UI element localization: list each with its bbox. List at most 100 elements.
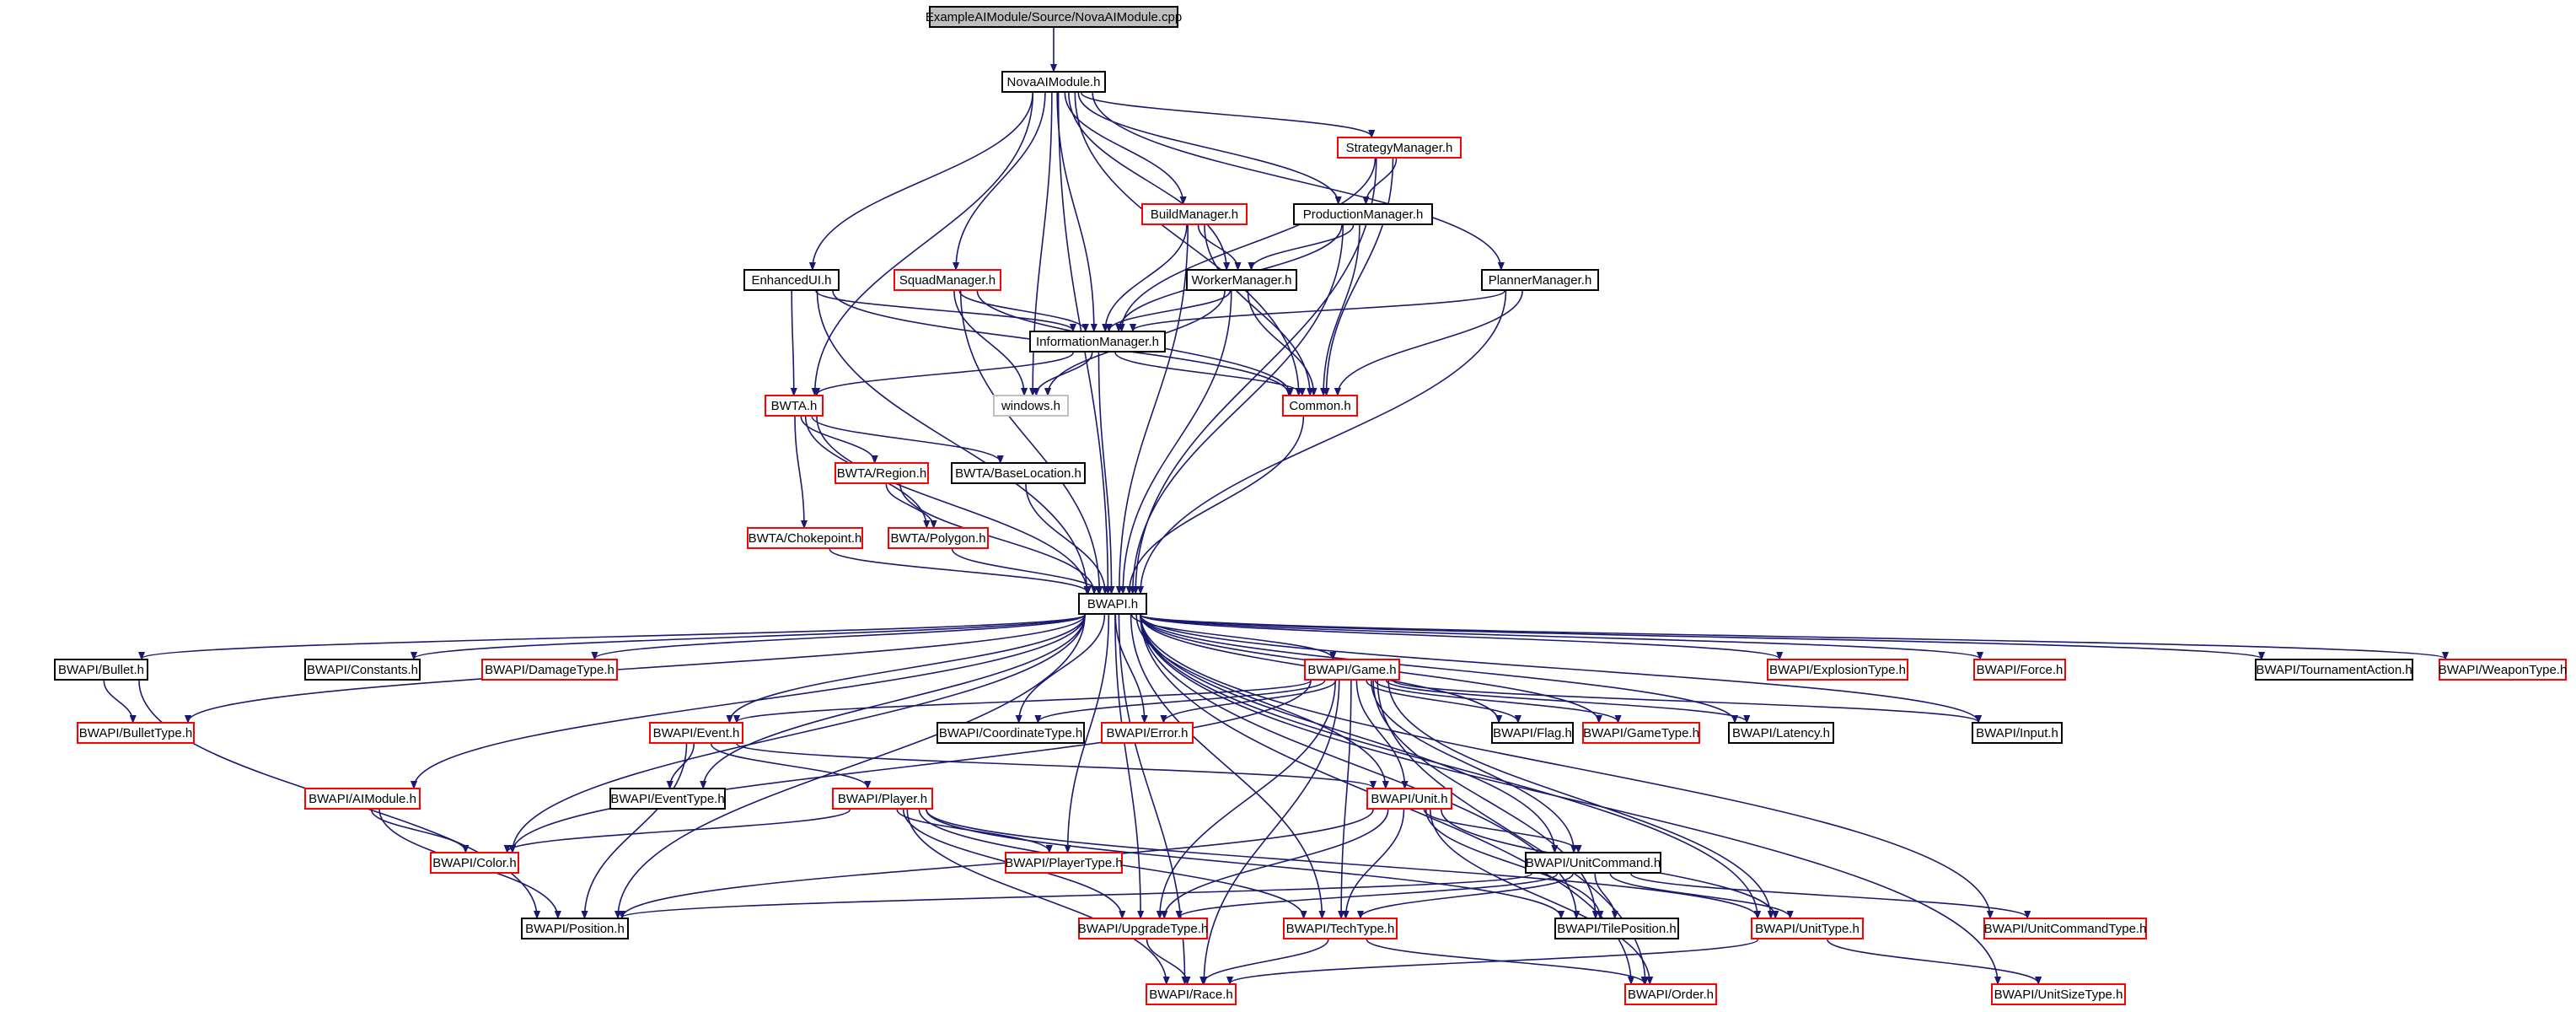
node-bwapi-race-h[interactable]: BWAPI/Race.h [1146, 983, 1237, 1005]
node-strategymanager-h[interactable]: StrategyManager.h [1337, 137, 1462, 159]
node-bwapi-gametype-h[interactable]: BWAPI/GameType.h [1582, 722, 1700, 744]
edge-productionmanager-h-to-bwapi-h [1133, 224, 1344, 593]
node-bwapi-upgradetype-h[interactable]: BWAPI/UpgradeType.h [1078, 918, 1208, 939]
edge-bwapi-unittype-h-to-bwapi-race-h [1230, 939, 1759, 983]
node-bwapi-force-h[interactable]: BWAPI/Force.h [1973, 659, 2066, 681]
edge-buildmanager-h-to-common-h [1204, 224, 1310, 395]
edge-bwapi-bullet-h-to-bwapi-bullettype-h [103, 680, 132, 722]
node-bwapi-tileposition-h[interactable]: BWAPI/TilePosition.h [1554, 918, 1679, 939]
node-enhancedui-h[interactable]: EnhancedUI.h [743, 269, 840, 291]
node-bwapi-damagetype-h[interactable]: BWAPI/DamageType.h [481, 659, 618, 681]
edge-novaaimodule-h-to-bwta-h [815, 92, 1034, 395]
edge-bwapi-unitcommand-h-to-bwapi-unitcommandtype-h [1630, 873, 2027, 918]
edge-bwapi-game-h-to-bwapi-latency-h [1385, 680, 1747, 722]
node-bwapi-tournamentaction-h[interactable]: BWAPI/TournamentAction.h [2255, 659, 2413, 681]
edge-bwapi-h-to-bwapi-eventtype-h [703, 614, 1086, 788]
edge-bwapi-upgradetype-h-to-bwapi-race-h [1146, 939, 1188, 983]
node-windows-h[interactable]: windows.h [993, 395, 1069, 417]
edge-bwapi-h-to-bwapi-unitcommandtype-h [1140, 614, 1990, 918]
node-bwapi-coordinatetype-h[interactable]: BWAPI/CoordinateType.h [936, 722, 1085, 744]
edge-informationmanager-h-to-common-h [1114, 352, 1302, 395]
node-bwapi-player-h[interactable]: BWAPI/Player.h [832, 788, 933, 810]
edge-bwta-region-h-to-bwta-polygon-h [885, 483, 933, 527]
node-bwapi-event-h[interactable]: BWAPI/Event.h [649, 722, 743, 744]
edge-bwapi-game-h-to-bwapi-gametype-h [1374, 680, 1618, 722]
edge-bwapi-h-to-bwapi-latency-h [1140, 614, 1735, 722]
edge-strategymanager-h-to-productionmanager-h [1366, 158, 1398, 203]
node-bwapi-input-h[interactable]: BWAPI/Input.h [1972, 722, 2063, 744]
edge-bwapi-game-h-to-bwapi-unit-h [1355, 680, 1404, 788]
edge-bwapi-game-h-to-bwapi-techtype-h [1341, 680, 1352, 918]
edge-bwta-h-to-bwta-region-h [800, 416, 874, 462]
node-bwta-baselocation-h[interactable]: BWTA/BaseLocation.h [951, 462, 1086, 484]
edge-bwapi-unit-h-to-bwapi-techtype-h [1346, 809, 1405, 918]
edge-informationmanager-h-to-bwapi-h [1097, 352, 1111, 593]
edge-bwta-h-to-bwapi-h [816, 416, 1087, 593]
node-bwapi-techtype-h[interactable]: BWAPI/TechType.h [1283, 918, 1398, 939]
node-bwapi-aimodule-h[interactable]: BWAPI/AIModule.h [304, 788, 421, 810]
node-bwta-h[interactable]: BWTA.h [765, 395, 824, 417]
node-bwapi-eventtype-h[interactable]: BWAPI/EventType.h [609, 788, 726, 810]
edge-bwapi-game-h-to-bwapi-error-h [1163, 680, 1337, 722]
node-bwapi-playertype-h[interactable]: BWAPI/PlayerType.h [1005, 852, 1123, 874]
edge-bwapi-game-h-to-bwapi-color-h [513, 680, 1312, 852]
edge-bwapi-h-to-bwapi-playertype-h [1068, 614, 1110, 852]
edge-bwapi-unit-h-to-bwapi-position-h [622, 809, 1374, 918]
edge-bwapi-player-h-to-bwapi-unittype-h [926, 809, 1758, 918]
edge-buildmanager-h-to-informationmanager-h [1105, 224, 1188, 331]
node-bwapi-game-h[interactable]: BWAPI/Game.h [1304, 659, 1400, 681]
node-bwapi-unitsizetype-h[interactable]: BWAPI/UnitSizeType.h [1991, 983, 2126, 1005]
edge-plannermanager-h-to-bwapi-h [1140, 290, 1507, 593]
edge-novaaimodule-h-to-buildmanager-h [1064, 92, 1183, 203]
edge-bwapi-game-h-to-bwapi-input-h [1393, 680, 1978, 722]
edge-bwapi-h-to-bwapi-color-h [513, 614, 1086, 852]
node-bwta-chokepoint-h[interactable]: BWTA/Chokepoint.h [747, 527, 863, 549]
node-bwapi-position-h[interactable]: BWAPI/Position.h [521, 918, 629, 939]
node-squadmanager-h[interactable]: SquadManager.h [894, 269, 1001, 291]
node-bwapi-h[interactable]: BWAPI.h [1078, 593, 1147, 615]
edge-bwapi-h-to-bwapi-techtype-h [1130, 614, 1323, 918]
node-plannermanager-h[interactable]: PlannerManager.h [1481, 269, 1599, 291]
edge-novaaimodule-h-to-productionmanager-h [1077, 92, 1338, 203]
node-bwapi-unitcommandtype-h[interactable]: BWAPI/UnitCommandType.h [1983, 918, 2147, 939]
edge-bwta-h-to-bwta-baselocation-h [811, 416, 1000, 462]
node-bwapi-order-h[interactable]: BWAPI/Order.h [1624, 983, 1717, 1005]
node-workermanager-h[interactable]: WorkerManager.h [1186, 269, 1297, 291]
node-buildmanager-h[interactable]: BuildManager.h [1141, 203, 1248, 225]
node-bwapi-color-h[interactable]: BWAPI/Color.h [430, 852, 519, 874]
node-bwapi-weapontype-h[interactable]: BWAPI/WeaponType.h [2439, 659, 2567, 681]
node-bwapi-bullettype-h[interactable]: BWAPI/BulletType.h [77, 722, 195, 744]
node-novaaimodule-h[interactable]: NovaAIModule.h [1001, 71, 1106, 93]
node-bwapi-flag-h[interactable]: BWAPI/Flag.h [1491, 722, 1574, 744]
edge-bwapi-h-to-bwapi-tournamentaction-h [1140, 614, 2262, 659]
edge-strategymanager-h-to-common-h [1327, 158, 1394, 395]
node-bwapi-error-h[interactable]: BWAPI/Error.h [1101, 722, 1194, 744]
edge-bwapi-h-to-bwapi-unitcommand-h [1140, 614, 1554, 852]
node-bwapi-latency-h[interactable]: BWAPI/Latency.h [1728, 722, 1834, 744]
edge-bwapi-h-to-bwapi-force-h [1140, 614, 1980, 659]
node-bwta-region-h[interactable]: BWTA/Region.h [835, 462, 929, 484]
edge-workermanager-h-to-common-h [1247, 290, 1313, 395]
node-bwapi-unitcommand-h[interactable]: BWAPI/UnitCommand.h [1525, 852, 1661, 874]
edge-bwta-h-to-bwta-chokepoint-h [794, 416, 804, 527]
edge-bwapi-event-h-to-bwapi-player-h [710, 743, 868, 788]
node-bwapi-unittype-h[interactable]: BWAPI/UnitType.h [1751, 918, 1864, 939]
edge-squadmanager-h-to-windows-h [953, 290, 1024, 395]
edge-bwapi-h-to-bwapi-error-h [1114, 614, 1144, 722]
node-productionmanager-h[interactable]: ProductionManager.h [1293, 203, 1433, 225]
node-bwapi-bullet-h[interactable]: BWAPI/Bullet.h [54, 659, 148, 681]
edge-bwapi-player-h-to-bwapi-color-h [507, 809, 851, 852]
node-bwapi-explosiontype-h[interactable]: BWAPI/ExplosionType.h [1767, 659, 1908, 681]
edge-bwapi-unitcommand-h-to-bwapi-position-h [622, 873, 1532, 918]
node-bwapi-constants-h[interactable]: BWAPI/Constants.h [304, 659, 421, 681]
node-common-h[interactable]: Common.h [1282, 395, 1358, 417]
edge-bwapi-h-to-bwapi-position-h [618, 614, 1086, 918]
edge-bwapi-h-to-bwapi-input-h [1140, 614, 1978, 722]
edge-bwta-baselocation-h-to-bwapi-h [1025, 483, 1105, 593]
node-bwapi-unit-h[interactable]: BWAPI/Unit.h [1366, 788, 1452, 810]
node-informationmanager-h[interactable]: InformationManager.h [1029, 331, 1166, 353]
edge-informationmanager-h-to-bwta-h [817, 352, 1074, 395]
node-bwta-polygon-h[interactable]: BWTA/Polygon.h [888, 527, 989, 549]
edge-bwapi-unittype-h-to-bwapi-unitsizetype-h [1827, 939, 2038, 983]
